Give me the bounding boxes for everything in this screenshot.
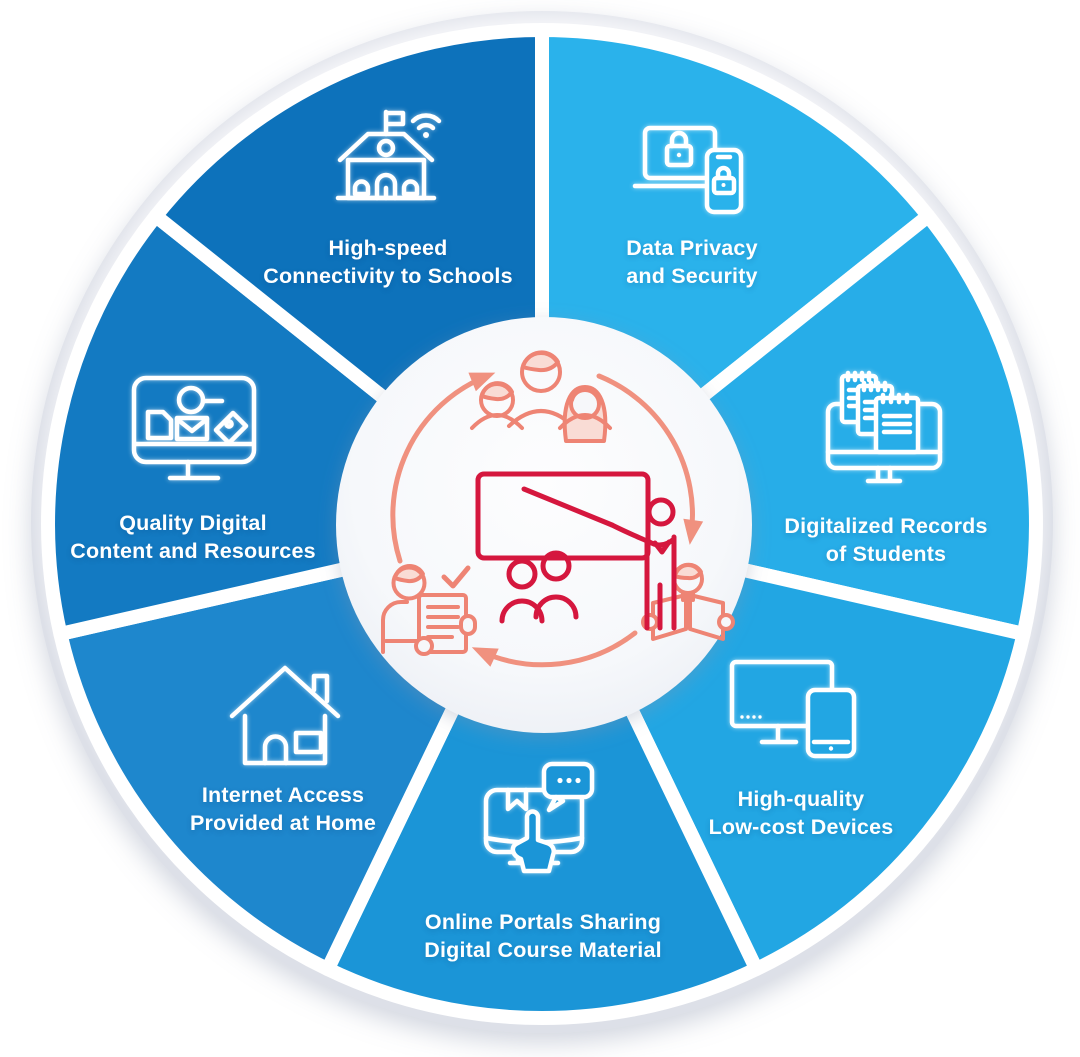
segment-label-data-privacy: Data Privacy and Security	[626, 236, 758, 288]
monitor-content-icon	[131, 375, 257, 481]
segment-label-low-cost-devices: High-quality Low-cost Devices	[708, 787, 894, 839]
portal-book-hand-icon	[483, 761, 595, 874]
teacher-whiteboard-icon	[475, 471, 677, 631]
center-circle	[336, 317, 752, 733]
house-icon	[229, 665, 341, 766]
segment-label-high-speed: High-speed Connectivity to Schools	[263, 236, 513, 288]
cycle-arrows	[390, 372, 704, 668]
laptop-phone-lock-icon	[632, 125, 744, 215]
checklist-person-icon	[381, 563, 477, 656]
monitor-tablet-icon	[729, 659, 857, 759]
monitor-records-icon	[825, 370, 943, 484]
family-icon	[470, 350, 612, 443]
segment-label-digitalized-records: Digitalized Records of Students	[784, 514, 988, 566]
segment-label-internet-at-home: Internet Access Provided at Home	[190, 783, 376, 835]
segment-label-online-portals: Online Portals Sharing Digital Course Ma…	[424, 910, 662, 962]
segment-label-quality-content: Quality Digital Content and Resources	[70, 511, 316, 563]
school-wifi-icon	[335, 109, 442, 201]
